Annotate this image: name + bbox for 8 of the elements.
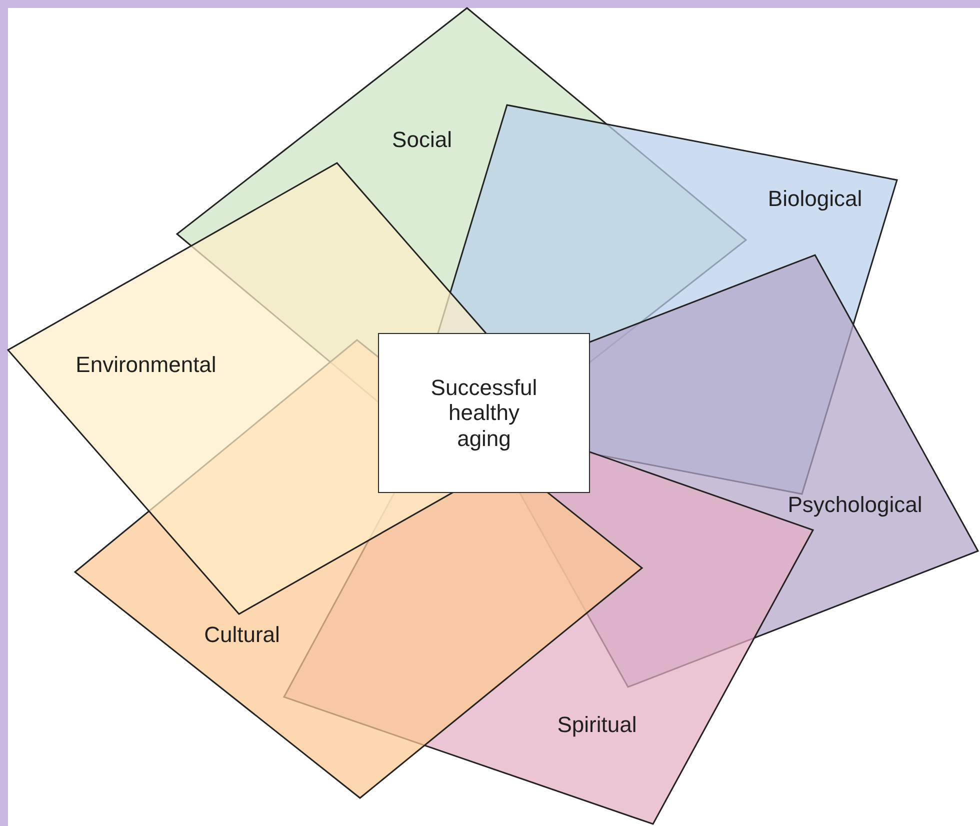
domain-label: Biological bbox=[768, 186, 862, 212]
domain-label: Spiritual bbox=[557, 712, 637, 738]
center-box bbox=[378, 333, 590, 493]
center-label: Successful healthy aging bbox=[430, 375, 538, 451]
domain-label: Environmental bbox=[76, 352, 216, 378]
domain-label: Social bbox=[392, 127, 452, 153]
domain-label: Psychological bbox=[788, 492, 922, 518]
domain-label: Cultural bbox=[204, 622, 280, 648]
